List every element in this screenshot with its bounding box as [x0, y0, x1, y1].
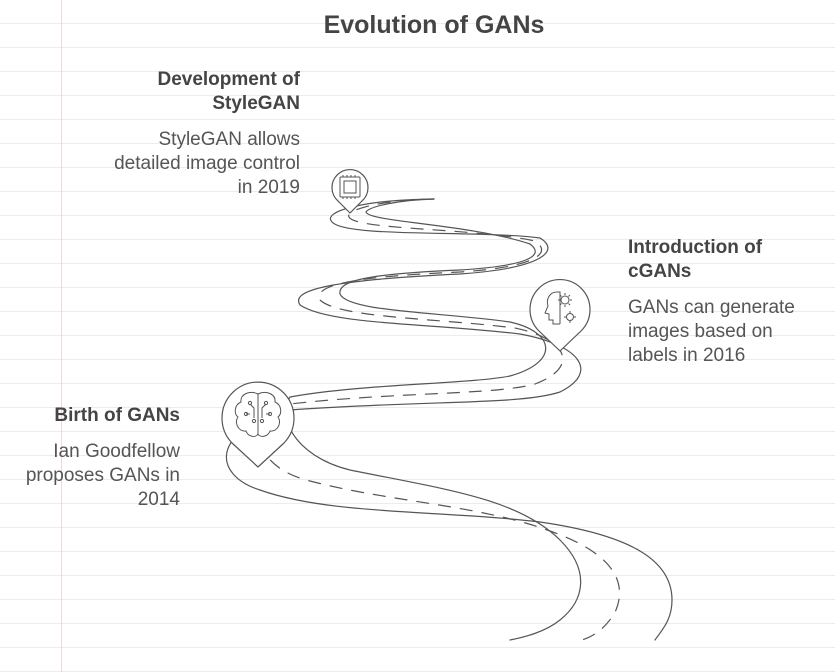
- milestone-title: Birth of GANs: [54, 405, 180, 426]
- marker-birth-of-gans: [221, 381, 295, 468]
- milestone-cgans: Introduction of cGANs GANs can generate …: [628, 236, 818, 368]
- road-center-line: [260, 198, 621, 641]
- milestone-birth-of-gans: Birth of GANs Ian Goodfellow proposes GA…: [10, 404, 180, 512]
- milestone-description: StyleGAN allows detailed image control i…: [114, 129, 300, 198]
- milestone-description: GANs can generate images based on labels…: [628, 297, 795, 366]
- milestone-stylegan: Development of StyleGAN StyleGAN allows …: [100, 68, 300, 200]
- road-inner-edge: [285, 198, 582, 641]
- milestone-title: Introduction of cGANs: [628, 237, 763, 282]
- diagram-title: Evolution of GANs: [323, 11, 545, 39]
- chip-icon: [339, 175, 361, 199]
- milestone-description: Ian Goodfellow proposes GANs in 2014: [25, 441, 180, 510]
- milestone-title: Development of StyleGAN: [157, 69, 300, 114]
- brain-circuit-icon: [234, 391, 282, 437]
- marker-cgans: [529, 278, 591, 352]
- notebook-margin-line: [61, 0, 62, 672]
- marker-stylegan: [331, 169, 369, 214]
- head-gear-icon: [544, 291, 576, 325]
